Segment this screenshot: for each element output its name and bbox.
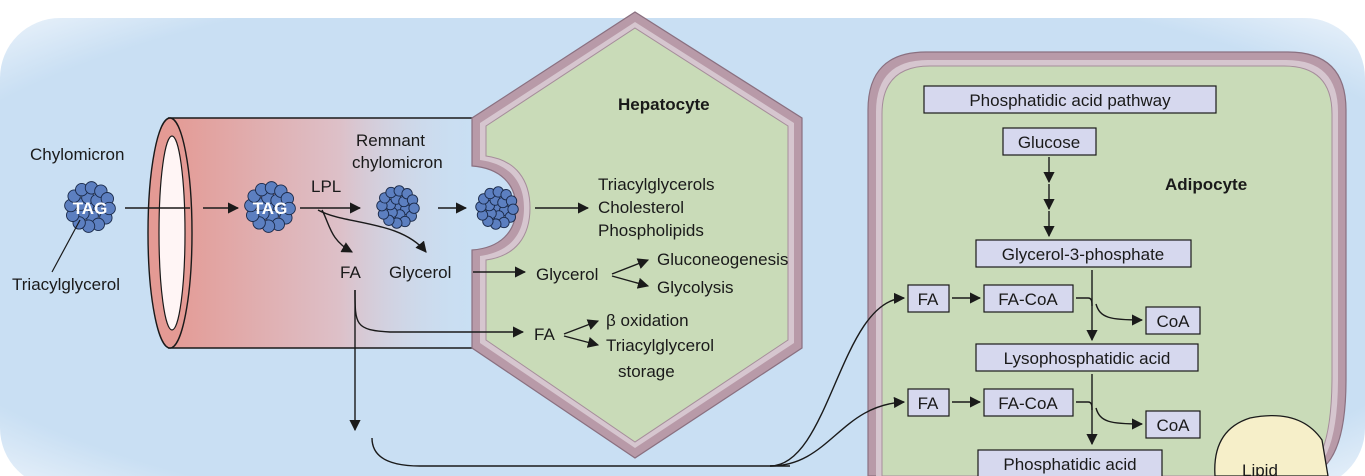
phosphatidic-acid-box <box>977 449 1163 476</box>
product-item: Phospholipids <box>598 221 704 240</box>
arrow-fa-to-adipocyte-base <box>371 437 790 467</box>
hepatocyte-title: Hepatocyte <box>618 95 710 114</box>
fa-label-1: FA <box>918 290 939 309</box>
arrow-to-coa-2 <box>1095 407 1144 430</box>
fa-label-2: FA <box>918 394 939 413</box>
facoa-box-1 <box>983 284 1074 313</box>
chylomicron-particle-in-vessel <box>244 181 296 233</box>
tag-storage-label-line2: storage <box>618 362 675 381</box>
glucose-label: Glucose <box>1018 133 1080 152</box>
arrow-to-adipo-fa-1 <box>769 292 906 467</box>
coa-box-2 <box>1145 410 1201 439</box>
pathway-box <box>923 85 1217 114</box>
particle-sphere <box>102 201 116 216</box>
fa-box-1 <box>907 284 950 313</box>
arrow-to-coa-1 <box>1095 303 1144 326</box>
fa-label-vessel: FA <box>340 263 361 282</box>
remnant-chylomicron-in-hepatocyte <box>475 186 519 230</box>
gluconeogenesis-label: Gluconeogenesis <box>657 250 788 269</box>
arrow-to-glycerol <box>317 209 427 253</box>
remnant-label-line1: Remnant <box>356 131 425 150</box>
facoa-label-2: FA-CoA <box>998 394 1058 413</box>
coa-label-1: CoA <box>1156 312 1190 331</box>
blood-vessel <box>147 117 480 349</box>
glycerol-label-vessel: Glycerol <box>389 263 451 282</box>
remnant-chylomicron-particle <box>376 185 420 229</box>
arrow-to-adipo-fa-2 <box>769 396 906 467</box>
chylomicron-particle <box>64 181 116 233</box>
phosphatidic-acid-label: Phosphatidic acid <box>1003 455 1136 474</box>
product-item: Triacylglycerols <box>598 175 715 194</box>
lipid-droplet <box>1214 415 1329 476</box>
glycerol-label-liver: Glycerol <box>536 265 598 284</box>
pathway-label: Phosphatidic acid pathway <box>969 91 1171 110</box>
arrow-tag-storage <box>563 335 600 348</box>
beta-oxidation-label: β oxidation <box>606 311 689 330</box>
fa-label-liver: FA <box>534 325 555 344</box>
fa-box-2 <box>907 388 950 417</box>
tag-label-1: TAG <box>73 199 108 218</box>
particle-sphere <box>282 201 296 216</box>
arrow-beta-oxidation <box>563 319 600 335</box>
glycerol-3-phosphate-label: Glycerol-3-phosphate <box>1002 245 1165 264</box>
lysophosphatidic-acid-box <box>975 343 1199 372</box>
arrow-to-fa <box>321 209 353 253</box>
product-item: Cholesterol <box>598 198 684 217</box>
arrow-gluconeogenesis <box>611 258 650 275</box>
triacylglycerol-label: Triacylglycerol <box>12 275 120 294</box>
lipid-label: Lipid <box>1242 461 1278 476</box>
particle-sphere <box>408 202 420 214</box>
lysophosphatidic-acid-label: Lysophosphatidic acid <box>1004 349 1171 368</box>
hepatocyte-cell <box>471 11 803 459</box>
facoa-box-2 <box>983 388 1074 417</box>
triacylglycerol-leader-line <box>51 219 81 273</box>
glycerol-3-phosphate-box <box>975 239 1192 268</box>
coa-label-2: CoA <box>1156 416 1190 435</box>
arrow-glycolysis <box>611 275 650 289</box>
remnant-label-line2: chylomicron <box>352 153 443 172</box>
facoa-label-1: FA-CoA <box>998 290 1058 309</box>
particle-sphere <box>507 203 519 215</box>
glucose-box <box>1002 127 1097 156</box>
tag-storage-label-line1: Triacylglycerol <box>606 336 714 355</box>
glycolysis-label: Glycolysis <box>657 278 734 297</box>
adipocyte-title: Adipocyte <box>1165 175 1247 194</box>
coa-box-1 <box>1145 306 1201 335</box>
chylomicron-label: Chylomicron <box>30 145 124 164</box>
lpl-label: LPL <box>311 177 341 196</box>
tag-label-2: TAG <box>253 199 288 218</box>
